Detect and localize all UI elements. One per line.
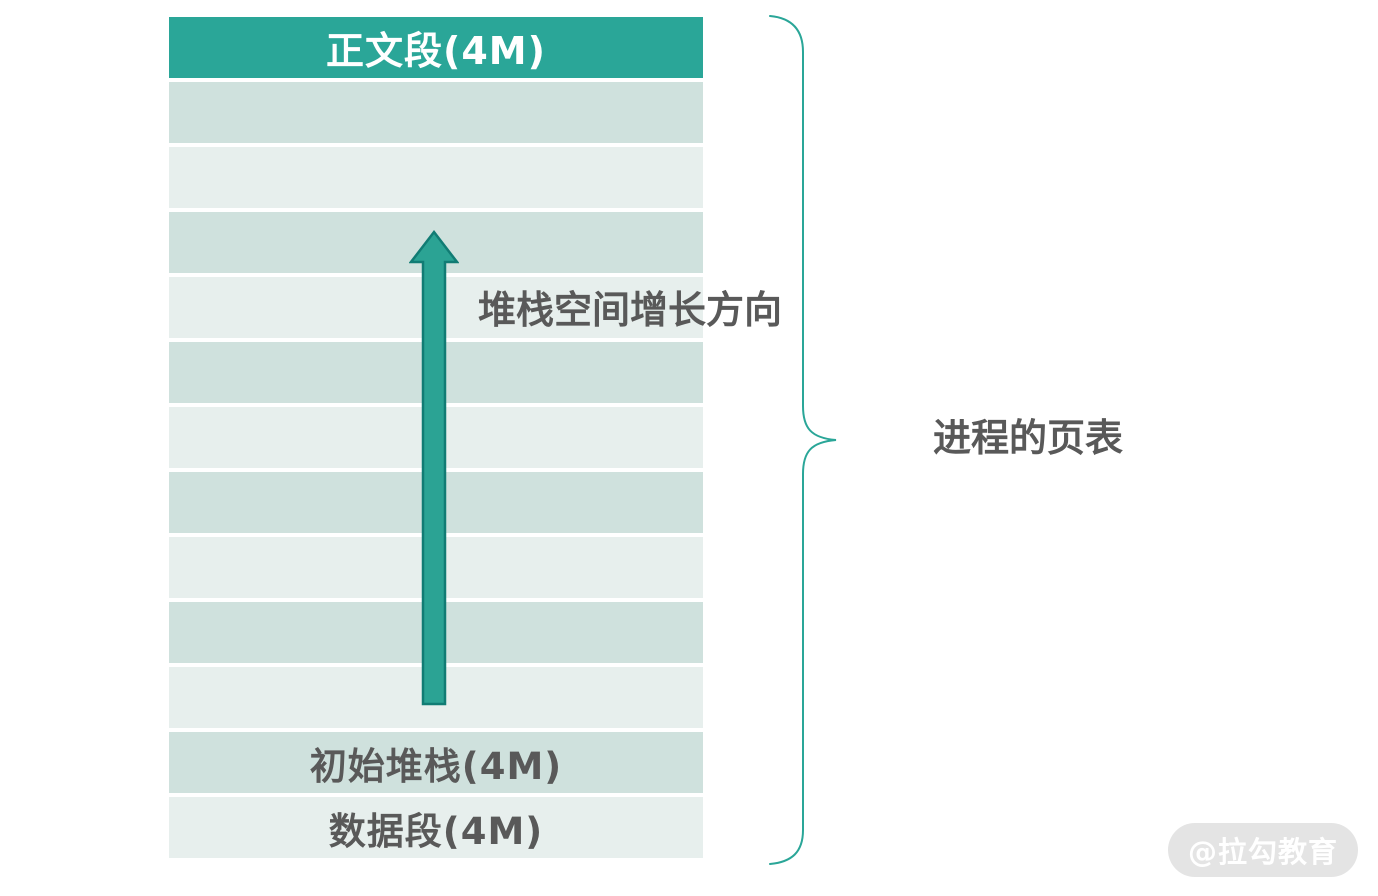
stack-growth-direction-label: 堆栈空间增长方向: [478, 288, 783, 332]
page-table-header-row: 正文段(4M): [169, 17, 703, 78]
curly-brace-icon: [769, 15, 837, 865]
page-table-row: [169, 147, 703, 208]
page-table-row: [169, 82, 703, 143]
watermark-text: @拉勾教育: [1187, 835, 1338, 869]
process-page-table-label: 进程的页表: [933, 416, 1124, 460]
up-arrow-icon: [409, 229, 459, 706]
page-table-row: 数据段(4M): [169, 797, 703, 858]
watermark-badge: @拉勾教育: [1168, 823, 1358, 877]
page-table-row: 初始堆栈(4M): [169, 732, 703, 793]
